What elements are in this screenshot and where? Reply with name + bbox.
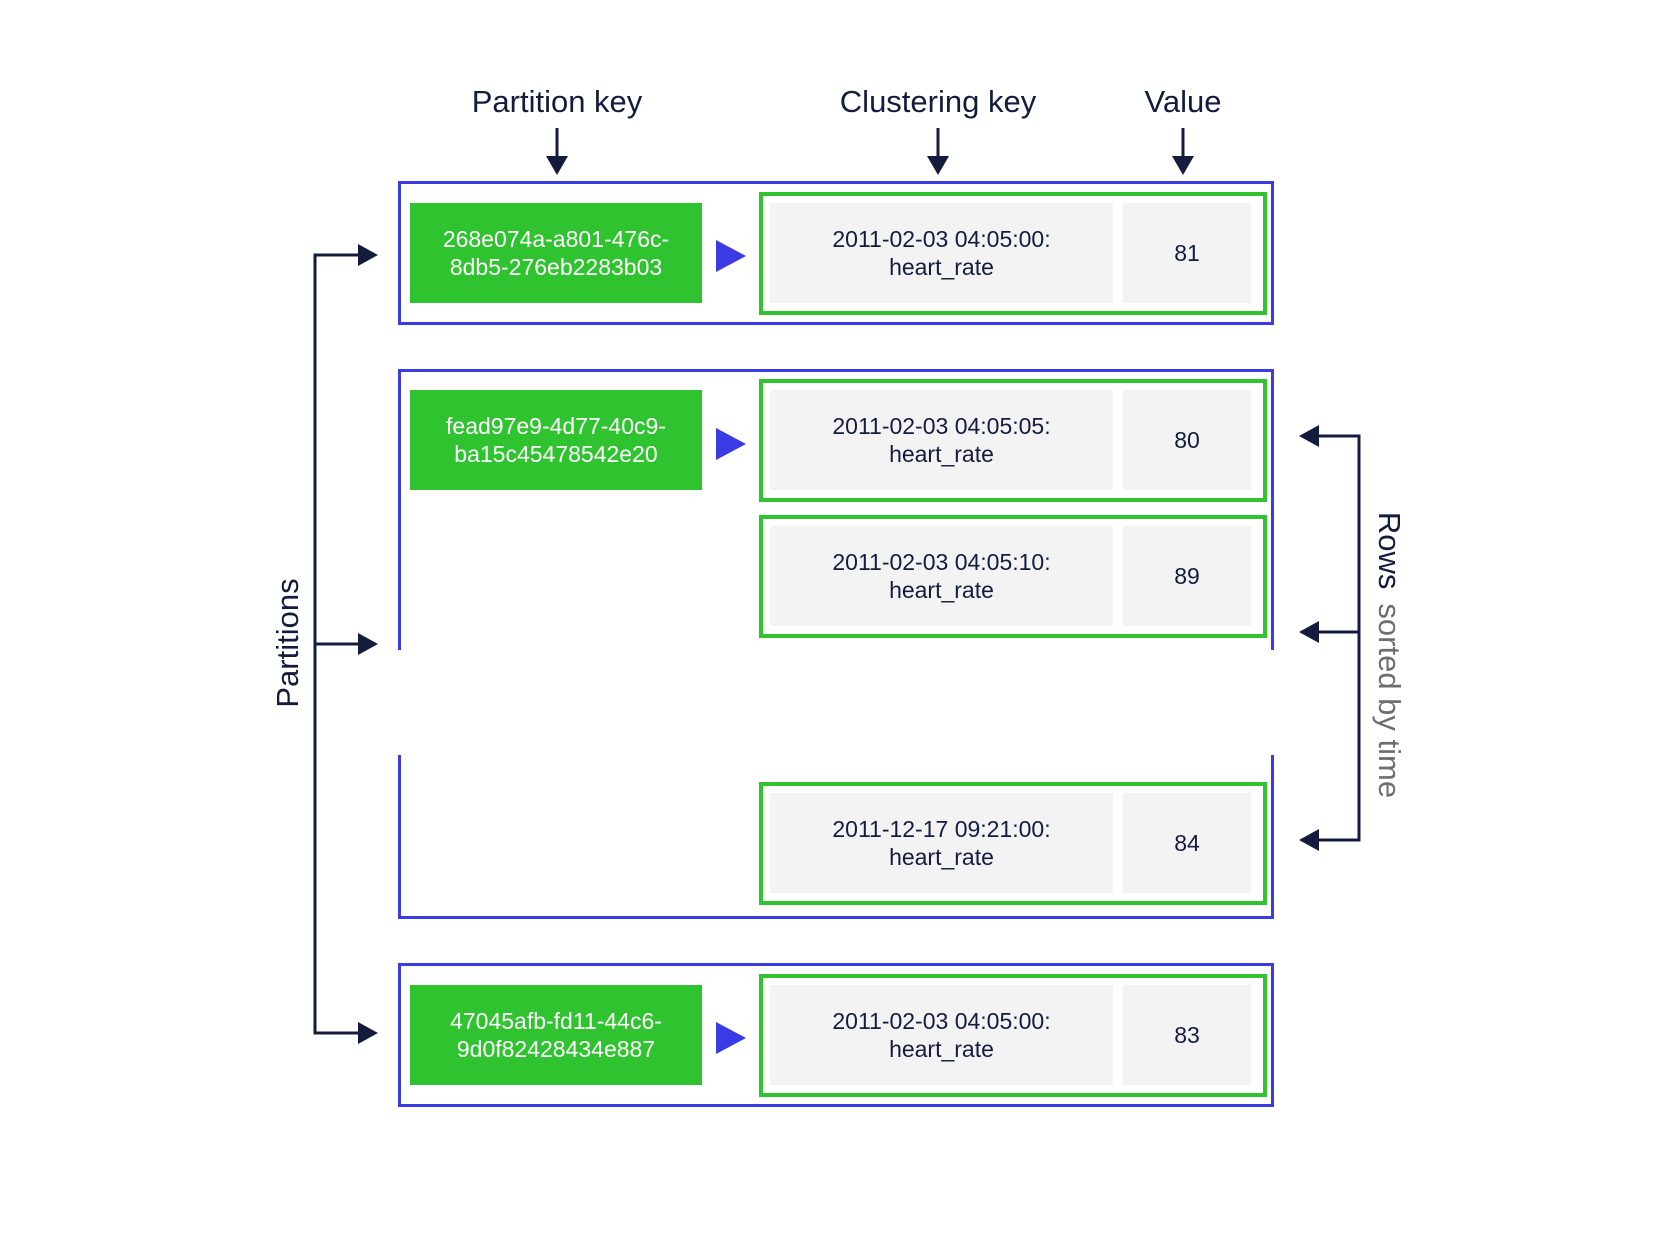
header-partition-key: Partition key bbox=[471, 84, 643, 119]
arrow-down-icon bbox=[927, 156, 949, 175]
value-cell: 80 bbox=[1123, 390, 1251, 490]
play-icon bbox=[716, 1022, 746, 1054]
dashed-gap-left bbox=[394, 650, 404, 755]
arrow-left-icon bbox=[1299, 621, 1319, 643]
arrow-right-icon bbox=[358, 1022, 378, 1044]
arrow-right-icon bbox=[358, 633, 378, 655]
header-clustering-key: Clustering key bbox=[839, 84, 1037, 119]
clustering-key-cell: 2011-02-03 04:05:05: heart_rate bbox=[770, 390, 1113, 490]
play-icon bbox=[716, 240, 746, 272]
partition-key-cell: 268e074a-a801-476c-8db5-276eb2283b03 bbox=[410, 203, 702, 303]
value-cell: 81 bbox=[1123, 203, 1251, 303]
partition-key-cell: fead97e9-4d77-40c9-ba15c45478542e20 bbox=[410, 390, 702, 490]
partitions-label: Partitions bbox=[270, 578, 305, 708]
sorted-by-time-label: sorted by time bbox=[1372, 603, 1407, 799]
rows-bracket bbox=[1310, 434, 1361, 842]
rows-label: Rows bbox=[1372, 511, 1407, 590]
value-cell: 84 bbox=[1123, 793, 1251, 893]
clustering-key-cell: 2011-02-03 04:05:00: heart_rate bbox=[770, 203, 1113, 303]
clustering-key-cell: 2011-12-17 09:21:00: heart_rate bbox=[770, 793, 1113, 893]
arrow-down-icon bbox=[546, 156, 568, 175]
dashed-gap-right bbox=[1268, 650, 1278, 755]
header-value: Value bbox=[1144, 84, 1222, 119]
arrow-down-icon bbox=[1172, 156, 1194, 175]
arrow-left-icon bbox=[1299, 829, 1319, 851]
arrow-left-icon bbox=[1299, 425, 1319, 447]
value-cell: 89 bbox=[1123, 526, 1251, 626]
arrow-right-icon bbox=[358, 244, 378, 266]
clustering-key-cell: 2011-02-03 04:05:00: heart_rate bbox=[770, 985, 1113, 1085]
partition-key-cell: 47045afb-fd11-44c6-9d0f82428434e887 bbox=[410, 985, 702, 1085]
rows-sorted-label: Rows sorted by time bbox=[1371, 512, 1407, 798]
clustering-key-cell: 2011-02-03 04:05:10: heart_rate bbox=[770, 526, 1113, 626]
value-cell: 83 bbox=[1123, 985, 1251, 1085]
play-icon bbox=[716, 428, 746, 460]
